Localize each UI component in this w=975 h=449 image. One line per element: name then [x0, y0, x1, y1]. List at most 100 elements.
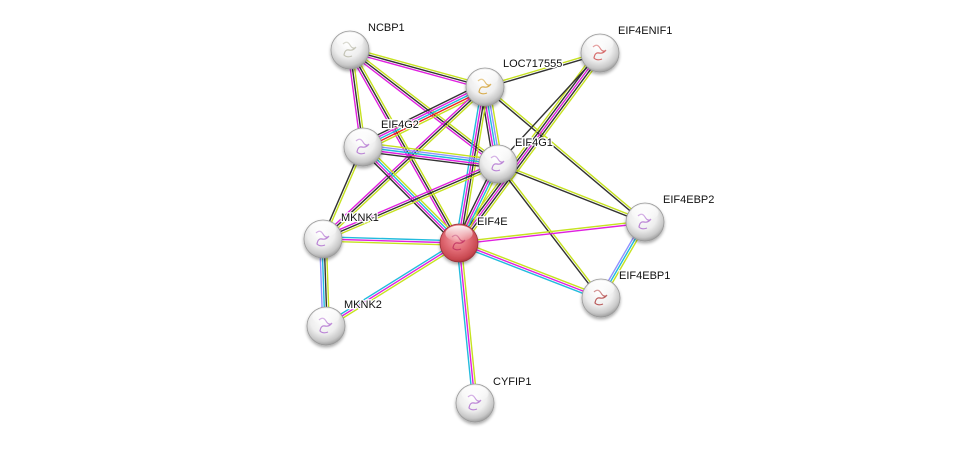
edge-line-exp — [322, 238, 460, 244]
edge-eif4e-cyfip1[interactable] — [456, 242, 478, 404]
edge-line-text — [324, 88, 487, 242]
edge-line-text — [363, 141, 499, 161]
edge-line-coexp — [360, 148, 458, 246]
edge-line-fusion — [363, 88, 487, 150]
edge-line-coexp — [483, 87, 645, 224]
edge-line-coexp — [349, 49, 486, 88]
edge-line-exp — [321, 161, 498, 238]
node-highlight — [349, 129, 377, 146]
edge-line-coexp — [485, 53, 601, 89]
edge-eif4e-eif4ebp2[interactable] — [458, 220, 646, 245]
node-label-eif4g2: EIF4G2 — [381, 119, 419, 131]
node-highlight — [312, 308, 340, 325]
edge-line-exp — [361, 84, 485, 146]
edge-line-coexp — [362, 150, 498, 170]
node-label-eif4e: EIF4E — [477, 216, 508, 228]
edge-line-text — [498, 162, 603, 298]
node-highlight — [631, 204, 659, 221]
node-highlight — [587, 280, 615, 297]
edge-line-coexp — [497, 164, 645, 224]
node-eif4ebp1[interactable] — [581, 278, 621, 318]
node-label-loc717555: LOC717555 — [503, 58, 562, 70]
edge-ncbp1-loc717555[interactable] — [349, 47, 486, 90]
node-label-eif4g1: EIF4G1 — [515, 137, 553, 149]
edge-loc717555-eif4enif1[interactable] — [484, 51, 601, 89]
node-mknk2[interactable] — [306, 306, 346, 346]
edge-line-text — [484, 51, 600, 87]
edge-line-coexp — [360, 82, 484, 144]
edge-line-db — [323, 236, 460, 242]
edge-eif4enif1-eif4g1[interactable] — [497, 52, 601, 165]
edge-line-text — [326, 244, 461, 329]
node-highlight — [586, 35, 614, 52]
edge-line-db — [363, 145, 461, 243]
edge-line-db — [457, 244, 601, 301]
edge-loc717555-mknk1[interactable] — [321, 84, 487, 242]
edge-line-text — [458, 220, 645, 243]
edge-line-coexp — [460, 53, 603, 245]
edge-loc717555-eif4ebp2[interactable] — [483, 85, 647, 224]
edge-line-exp — [325, 242, 460, 327]
node-label-mknk2: MKNK2 — [344, 299, 382, 311]
edge-line-homol — [363, 144, 499, 163]
edge-line-exp — [349, 51, 485, 90]
node-eif4enif1[interactable] — [580, 33, 620, 73]
node-eif4e[interactable] — [439, 223, 479, 263]
node-label-mknk1: MKNK1 — [341, 212, 379, 224]
edge-line-text — [460, 242, 478, 403]
edge-line-exp — [458, 52, 601, 244]
node-ncbp1[interactable] — [330, 30, 370, 70]
node-highlight — [471, 69, 499, 86]
edge-eif4g2-eif4e[interactable] — [360, 144, 462, 246]
edge-line-text — [461, 55, 605, 247]
edge-line-coexp — [349, 49, 499, 165]
edge-line-coexp — [322, 163, 499, 240]
node-highlight — [461, 385, 489, 402]
edge-eif4e-mknk2[interactable] — [324, 240, 461, 329]
edge-line-exp — [321, 84, 484, 238]
node-label-ncbp1: NCBP1 — [368, 22, 405, 34]
edge-line-text — [351, 48, 462, 243]
edge-line-exp — [362, 148, 498, 167]
node-label-eif4enif1: EIF4ENIF1 — [618, 25, 672, 37]
edge-eif4g2-eif4g1[interactable] — [362, 141, 499, 170]
node-label-cyfip1: CYFIP1 — [493, 376, 532, 388]
edge-line-db — [362, 146, 499, 165]
node-eif4g1[interactable] — [478, 144, 518, 184]
edge-line-text — [459, 240, 603, 297]
node-highlight — [336, 32, 364, 49]
edge-line-db — [456, 243, 474, 404]
edge-line-exp — [459, 222, 646, 245]
edge-line-coexp — [349, 49, 460, 244]
edge-eif4e-eif4ebp1[interactable] — [457, 240, 603, 301]
node-label-eif4ebp2: EIF4EBP2 — [663, 194, 714, 206]
node-label-eif4ebp1: EIF4EBP1 — [619, 270, 670, 282]
edge-line-coexp — [322, 86, 486, 240]
edge-line-exp — [458, 242, 602, 299]
edge-line-db — [324, 240, 459, 325]
node-cyfip1[interactable] — [455, 383, 495, 423]
edge-line-text — [485, 85, 647, 222]
node-eif4ebp2[interactable] — [625, 202, 665, 242]
node-mknk1[interactable] — [303, 219, 343, 259]
node-loc717555[interactable] — [465, 67, 505, 107]
node-highlight — [445, 225, 473, 242]
edge-line-exp — [361, 147, 459, 245]
edge-line-coexp — [497, 52, 601, 165]
edge-line-text — [498, 162, 646, 222]
edge-loc717555-eif4g2[interactable] — [360, 82, 488, 152]
edge-line-text — [323, 165, 500, 242]
edge-line-text — [350, 47, 486, 86]
edge-line-exp — [458, 242, 476, 404]
node-highlight — [309, 221, 337, 238]
edge-line-text — [364, 144, 462, 242]
node-eif4g2[interactable] — [343, 127, 383, 167]
node-highlight — [484, 146, 512, 163]
edge-line-text — [322, 240, 459, 246]
edge-eif4e-mknk1[interactable] — [322, 236, 460, 246]
edge-eif4g1-mknk1[interactable] — [321, 161, 500, 242]
edge-eif4g1-eif4ebp2[interactable] — [497, 162, 646, 224]
edge-line-db — [362, 86, 486, 148]
